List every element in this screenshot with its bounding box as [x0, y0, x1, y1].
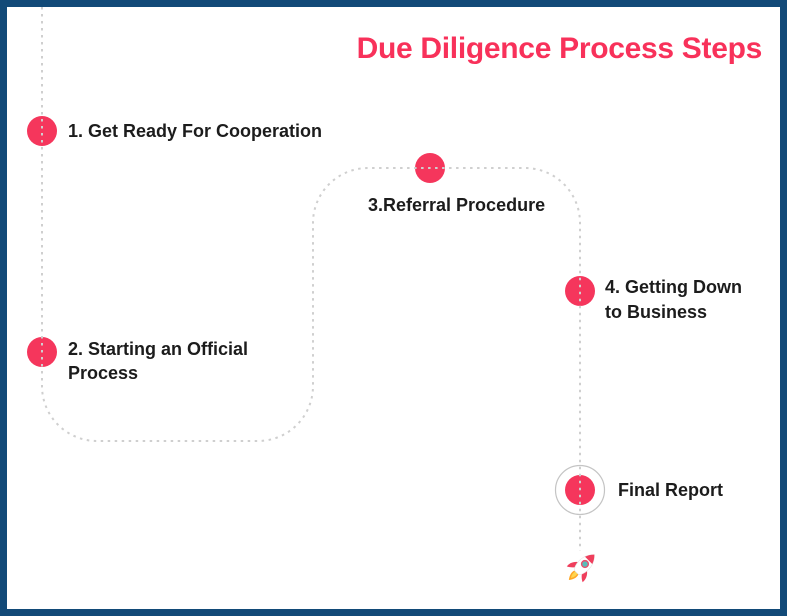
rocket-flame: [568, 570, 579, 581]
final-report-marker: [565, 475, 595, 505]
step-4-label: 4. Getting Down to Business: [605, 277, 742, 322]
rocket-icon: [566, 554, 595, 583]
rocket-body: [573, 554, 595, 576]
final-report-label: Final Report: [618, 480, 724, 500]
process-dotted-path: [41, 7, 581, 551]
rocket-nose: [585, 554, 595, 564]
rocket-window: [580, 559, 590, 569]
step-3-label: 3.Referral Procedure: [368, 195, 546, 215]
rocket-fin-right: [581, 569, 588, 583]
rocket-flame-inner: [570, 571, 578, 578]
page-title: Due Diligence Process Steps: [356, 32, 763, 65]
step-4-marker: [565, 276, 595, 306]
rocket-fin-left: [566, 561, 580, 568]
step-1-marker: [27, 116, 57, 146]
step-1-label: 1. Get Ready For Cooperation: [68, 121, 323, 141]
final-report-ring: [554, 464, 606, 516]
step-2-label: 2. Starting an Official Process: [68, 339, 249, 383]
step-3-marker: [415, 153, 445, 183]
step-2-marker: [27, 337, 57, 367]
